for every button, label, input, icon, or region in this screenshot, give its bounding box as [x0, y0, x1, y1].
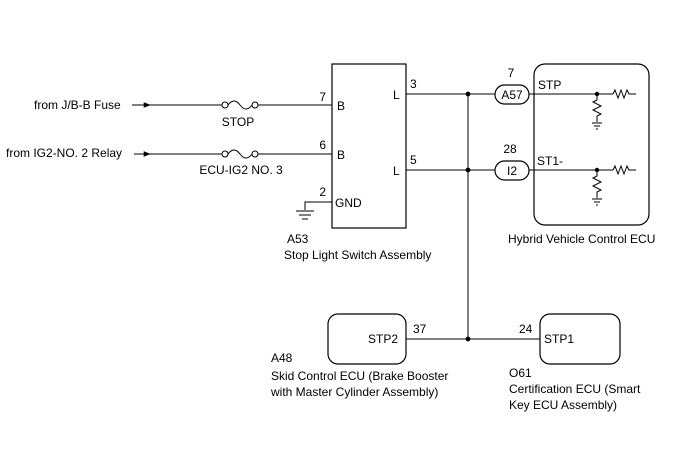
- hybrid-ecu-name: Hybrid Vehicle Control ECU: [508, 232, 655, 246]
- fuse-ecu-ig2-icon: [221, 149, 259, 159]
- terminal-l-label: L: [393, 88, 400, 102]
- pin-24-label: 24: [519, 322, 533, 336]
- stop-light-switch-name: Stop Light Switch Assembly: [284, 248, 431, 262]
- terminal-stp2-label: STP2: [368, 332, 398, 346]
- internal-resistor-circuit: [534, 88, 636, 130]
- skid-ecu-name-line1: Skid Control ECU (Brake Booster: [271, 369, 448, 383]
- internal-resistor-circuit: [534, 164, 636, 206]
- terminal-stp-label: STP: [538, 78, 561, 92]
- pin-37-label: 37: [413, 322, 427, 336]
- terminal-gnd-label: GND: [335, 196, 362, 210]
- terminal-stp1-label: STP1: [544, 332, 574, 346]
- input-ig2-relay-label: from IG2-NO. 2 Relay: [6, 146, 122, 160]
- connector-a57-label: A57: [501, 88, 523, 102]
- certification-ecu-name-line2: Key ECU Assembly): [509, 398, 617, 412]
- skid-ecu-name-line2: with Master Cylinder Assembly): [270, 385, 438, 399]
- fuse-ecu-ig2-label: ECU-IG2 NO. 3: [199, 163, 283, 177]
- pin-7-label: 7: [319, 90, 326, 104]
- hybrid-ecu-box: [533, 63, 650, 226]
- a53-connector-label: A53: [287, 232, 309, 246]
- terminal-st1-label: ST1-: [537, 154, 563, 168]
- pin-2-label: 2: [319, 185, 326, 199]
- connector-i2-label: I2: [507, 164, 517, 178]
- i2-pin-label: 28: [503, 142, 517, 156]
- terminal-l-label: L: [393, 164, 400, 178]
- pin-3-label: 3: [410, 77, 417, 91]
- terminal-b-label: B: [337, 99, 345, 113]
- pin-6-label: 6: [319, 138, 326, 152]
- a57-pin-label: 7: [508, 66, 515, 80]
- certification-ecu-box: [539, 313, 621, 365]
- pin-5-label: 5: [410, 153, 417, 167]
- fuse-stop-label: STOP: [222, 115, 254, 129]
- junction-dot: [465, 336, 471, 342]
- fuse-stop-icon: [221, 100, 259, 110]
- a48-connector-label: A48: [271, 351, 293, 365]
- ground-icon: [296, 201, 332, 220]
- stop-light-switch-box: [331, 63, 407, 229]
- terminal-b-label: B: [337, 148, 345, 162]
- o61-connector-label: O61: [509, 366, 532, 380]
- certification-ecu-name-line1: Certification ECU (Smart: [509, 382, 641, 396]
- input-jb-fuse-label: from J/B-B Fuse: [34, 98, 121, 112]
